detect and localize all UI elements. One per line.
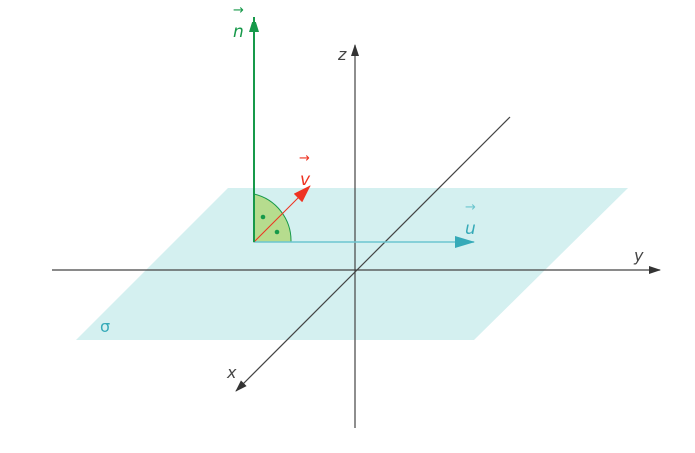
y-axis-label: y [633,246,644,265]
n-arrow-label: → [233,3,244,18]
vector-v [253,185,311,243]
v-label: v [300,170,311,190]
u-arrow-label: → [465,200,476,215]
angle-dot [260,214,266,220]
plane-label: σ [100,317,110,336]
x-axis [235,116,511,392]
z-axis-label: z [337,45,347,64]
v-arrow-label: → [299,151,310,166]
angle-dot [274,229,280,235]
n-label: n [233,22,244,42]
plane-sigma [76,188,628,340]
x-axis-label: x [226,363,237,382]
right-angle-marker [253,193,292,243]
u-label: u [465,219,476,239]
